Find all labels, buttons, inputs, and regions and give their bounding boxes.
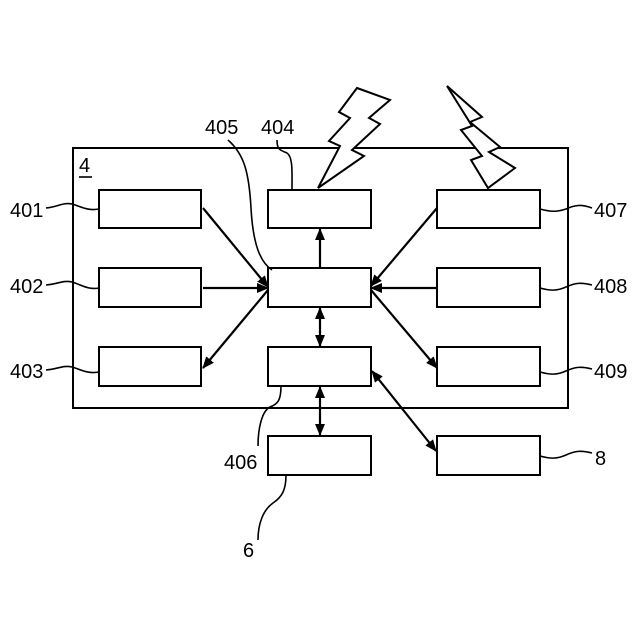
label-405: 405 <box>205 117 238 139</box>
label-403: 403 <box>10 361 43 383</box>
arrow-407-to-405 <box>371 208 437 286</box>
label-408: 408 <box>594 276 627 298</box>
label-8: 8 <box>595 448 606 470</box>
block-407 <box>437 190 540 228</box>
block-408 <box>437 268 540 307</box>
block-405 <box>268 268 371 307</box>
block-6 <box>268 436 371 475</box>
label-401: 401 <box>10 200 43 222</box>
label-406: 406 <box>224 452 257 474</box>
wireless-signal-icon-left <box>318 88 390 188</box>
block-406 <box>268 347 371 386</box>
leader-408 <box>540 283 592 290</box>
block-401 <box>99 190 201 228</box>
leader-409 <box>540 367 592 374</box>
label-404: 404 <box>261 117 294 139</box>
block-8 <box>437 436 540 475</box>
arrow-401-to-405 <box>203 208 268 287</box>
wireless-signal-icon-right <box>447 86 515 188</box>
block-404 <box>268 190 371 228</box>
arrow-406-8-bidirectional <box>372 371 436 451</box>
system-label: 4 <box>79 155 90 177</box>
label-407: 407 <box>594 200 627 222</box>
block-402 <box>99 268 201 307</box>
label-402: 402 <box>10 276 43 298</box>
leader-6 <box>258 475 286 540</box>
label-409: 409 <box>594 361 627 383</box>
block-409 <box>437 347 540 386</box>
arrow-405-to-409 <box>371 290 437 368</box>
label-6: 6 <box>243 540 254 562</box>
arrow-405-to-403 <box>203 290 268 368</box>
leader-405 <box>228 140 272 270</box>
leader-407 <box>540 205 592 211</box>
leader-8 <box>540 451 592 458</box>
block-403 <box>99 347 201 386</box>
